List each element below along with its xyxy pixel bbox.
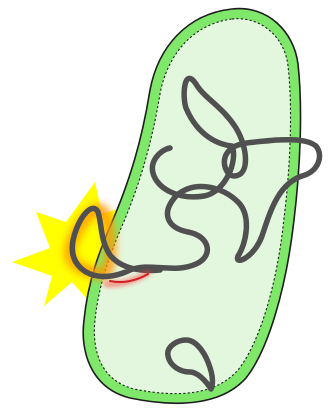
illustration-stage — [0, 0, 328, 412]
bacterium-illustration — [0, 0, 328, 412]
